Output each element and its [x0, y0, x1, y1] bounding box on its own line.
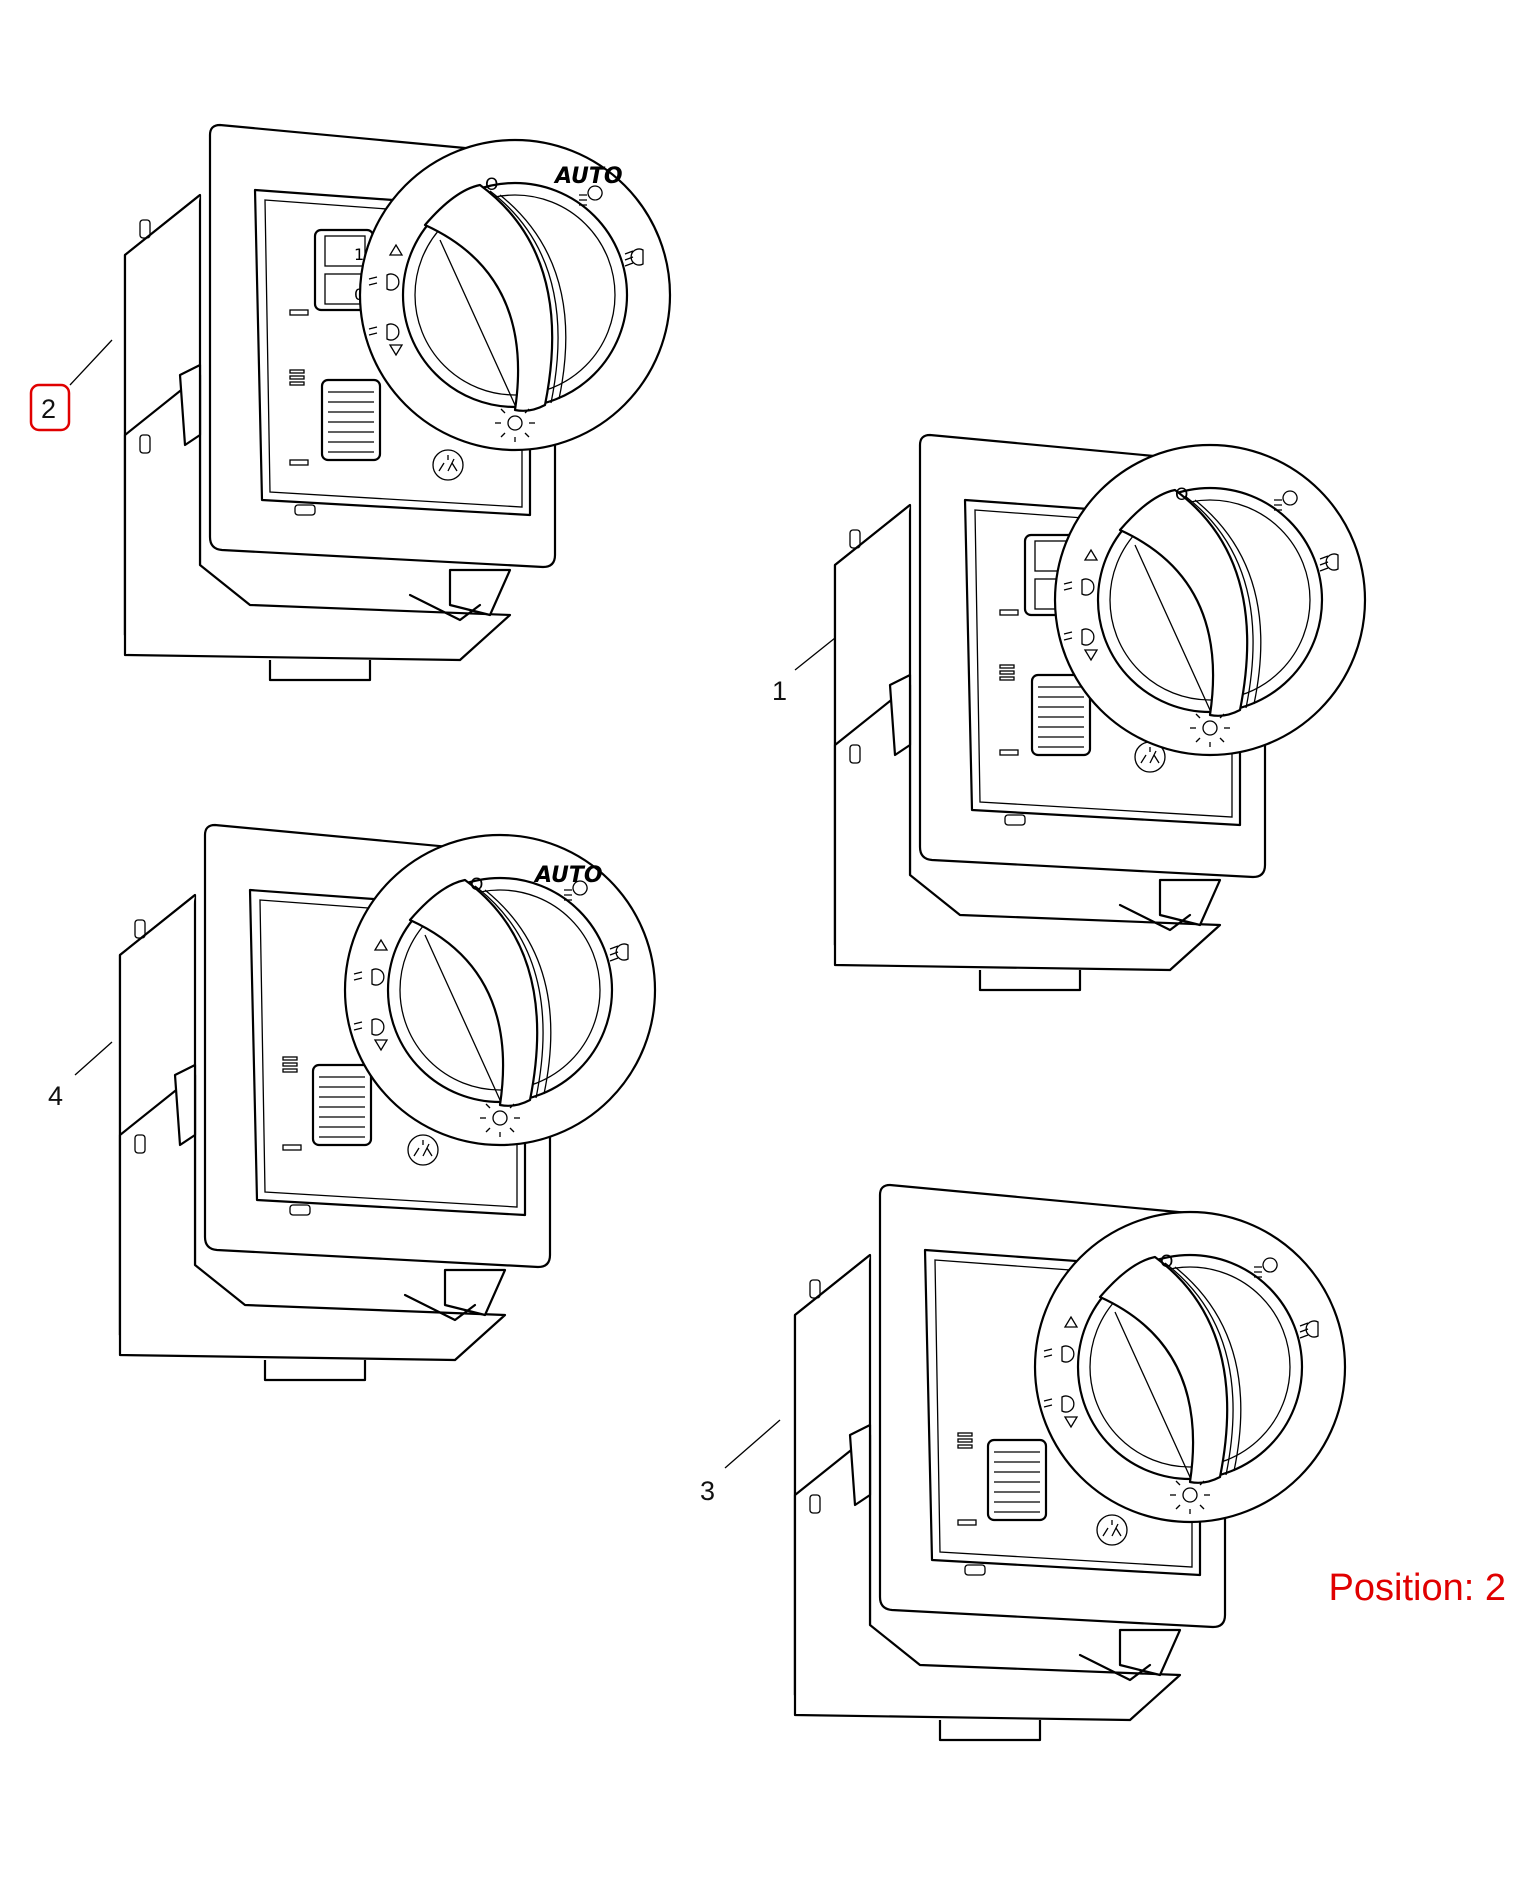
callout-label: 1 — [772, 676, 787, 706]
callout-label: 3 — [700, 1476, 715, 1506]
knob-label-off: O — [485, 175, 498, 195]
position-indicator: Position: 2 — [1328, 1567, 1506, 1609]
rotary-knob-3 — [1033, 1210, 1347, 1524]
knob-label-off: O — [470, 875, 483, 895]
callout-3[interactable]: 3 — [700, 1419, 781, 1506]
callout-2[interactable]: 2 — [29, 339, 113, 432]
rotary-knob-2 — [358, 138, 672, 452]
switch-unit-3: O — [793, 1183, 1347, 1742]
switch-unit-1: 1 0 O — [833, 433, 1367, 992]
callout-label: 4 — [48, 1081, 63, 1111]
rotary-knob-1 — [1053, 443, 1367, 757]
rotary-knob-4 — [343, 833, 657, 1147]
callout-label: 2 — [41, 394, 56, 424]
headlight-range-wheel — [320, 378, 382, 462]
callout-1[interactable]: 1 — [772, 637, 836, 706]
knob-label-off: O — [1160, 1252, 1173, 1272]
knob-label-auto: AUTO — [533, 863, 603, 888]
callout-4[interactable]: 4 — [48, 1041, 113, 1111]
headlight-range-wheel — [311, 1063, 373, 1147]
rocker-label-one: 1 — [354, 245, 364, 264]
headlight-range-wheel — [986, 1438, 1048, 1522]
switch-unit-4: O AUTO — [118, 823, 657, 1382]
callout-highlight-box — [29, 383, 71, 432]
knob-label-off: O — [1175, 485, 1188, 505]
knob-label-auto: AUTO — [553, 164, 623, 189]
switch-unit-2: 1 0 O AUTO — [123, 123, 672, 682]
